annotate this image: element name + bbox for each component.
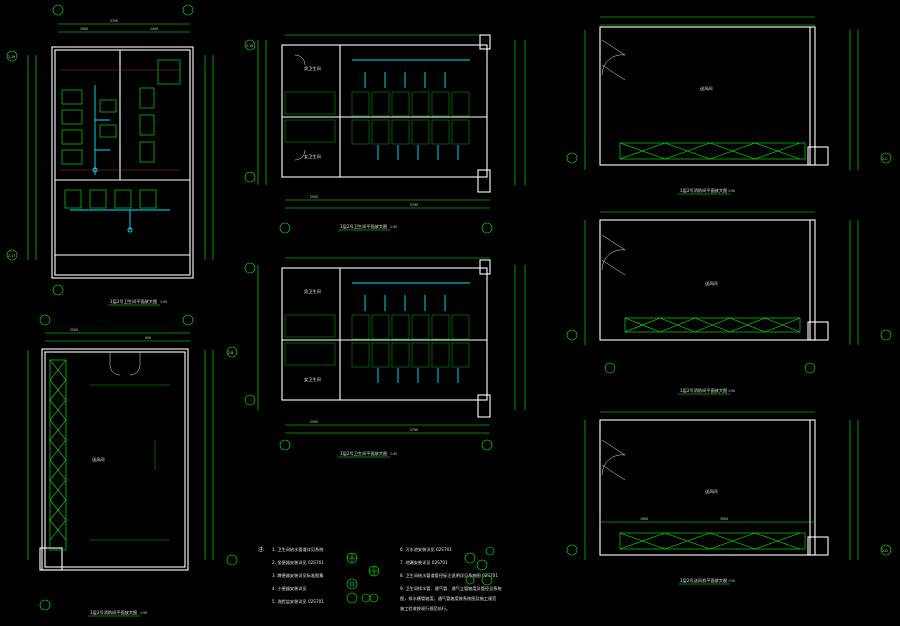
view2-title: 1层2号卫生间平面放大图 [340, 223, 387, 230]
svg-text:5790: 5790 [410, 203, 418, 207]
note-8: 8. 卫生间给水管道管径标注说明详见系统图 02S701 [400, 572, 498, 579]
view5-title: 1层2号消防间平面放大图 [680, 187, 727, 194]
note-9b: 图，排水横管坡度，通气管坡度按系统图及施工规范 [400, 595, 496, 602]
note-4: 4. 小便器安装详见 [272, 585, 307, 592]
note-1: 1. 卫生间给水管道详见系统 [272, 546, 323, 553]
svg-text:1900: 1900 [640, 517, 648, 521]
svg-text:5790: 5790 [410, 428, 418, 432]
svg-text:2500: 2500 [310, 195, 318, 199]
svg-text:男卫生间: 男卫生间 [304, 288, 321, 295]
view-toilet-plan-topleft: 5790 2500 1400 2-16 2-17 [6, 4, 214, 306]
note-5: 5. 洗脸盆安装详见 02S701 [272, 598, 324, 605]
view4-title: 1层2号消防间平面放大图 [90, 609, 137, 616]
note-2: 2. 坐便器安装详见 02S701 [272, 559, 324, 566]
svg-text:1:50: 1:50 [140, 611, 147, 615]
svg-text:2-D: 2-D [882, 549, 888, 553]
svg-text:2-16: 2-16 [8, 55, 15, 59]
view-toilet-plan-top-middle: 男卫生间 女卫生间 2500 5790 2-19 1层2号卫生间平面放大图 1:… [244, 34, 526, 234]
view-room-right-bottom: 送风间 1900 3500 2-D 1层2号送风机平面放大图 1:50 [566, 411, 892, 585]
svg-text:2-C: 2-C [882, 157, 888, 161]
svg-text:女卫生间: 女卫生间 [304, 153, 321, 160]
svg-text:900: 900 [145, 336, 151, 340]
view3-title: 1层2号卫生间平面放大图 [340, 450, 387, 457]
notes-block: 注: 1. 卫生间给水管道详见系统 2. 坐便器安装详见 02S701 3. 蹲… [258, 546, 502, 612]
note-7: 7. 地漏安装详见 02S701 [400, 559, 448, 566]
svg-text:送风间: 送风间 [700, 85, 713, 92]
svg-text:1:50: 1:50 [728, 389, 735, 393]
view-room-right-middle: 送风间 1层2号消防间平面放大图 1:50 [566, 211, 892, 395]
svg-text:送风间: 送风间 [705, 488, 718, 495]
notes-heading: 注: [258, 546, 265, 553]
note-9: 9. 卫生间排水管、通气管、通气立管坡度及管径见系统 [400, 585, 502, 592]
view7-title: 1层2号送风机平面放大图 [680, 577, 727, 584]
svg-text:1:50: 1:50 [728, 189, 735, 193]
svg-text:2500: 2500 [310, 420, 318, 424]
view-room-right-top: 送风间 2-C 1层2号消防间平面放大图 1:50 [566, 16, 892, 195]
svg-text:2500: 2500 [70, 328, 78, 332]
view-fan-room-bottomleft: 2500 900 送风间 2-B 1层2号消防间平面放大图 1:50 [27, 314, 238, 617]
svg-text:1:50: 1:50 [160, 300, 167, 304]
svg-text:1:50: 1:50 [390, 452, 397, 456]
svg-text:2-19: 2-19 [246, 44, 253, 48]
note-9c: 施工验收按现行规范执行。 [400, 605, 450, 612]
legend-symbols [346, 546, 495, 604]
note-6: 6. 污水池安装详见 02S701 [400, 546, 452, 553]
view-toilet-plan-middle: 男卫生间 女卫生间 2500 5790 1层2号卫生间平面放大图 1:50 [244, 257, 526, 458]
svg-text:男卫生间: 男卫生间 [304, 65, 321, 72]
note-3: 3. 蹲便器安装详见标准图集 [272, 572, 324, 579]
svg-text:5790: 5790 [110, 19, 118, 23]
svg-text:送风间: 送风间 [705, 280, 718, 287]
svg-text:3500: 3500 [720, 517, 728, 521]
svg-text:1:50: 1:50 [390, 225, 397, 229]
svg-text:2-B: 2-B [228, 351, 233, 355]
view1-title: 1层2号卫生间平面放大图 [110, 298, 157, 305]
svg-text:女卫生间: 女卫生间 [304, 376, 321, 383]
svg-text:送风间: 送风间 [92, 456, 105, 463]
svg-text:2500: 2500 [80, 27, 88, 31]
view6-title: 1层2号消防间平面放大图 [680, 387, 727, 394]
svg-text:1400: 1400 [150, 27, 158, 31]
svg-text:1:50: 1:50 [728, 579, 735, 583]
svg-text:2-17: 2-17 [8, 254, 15, 258]
